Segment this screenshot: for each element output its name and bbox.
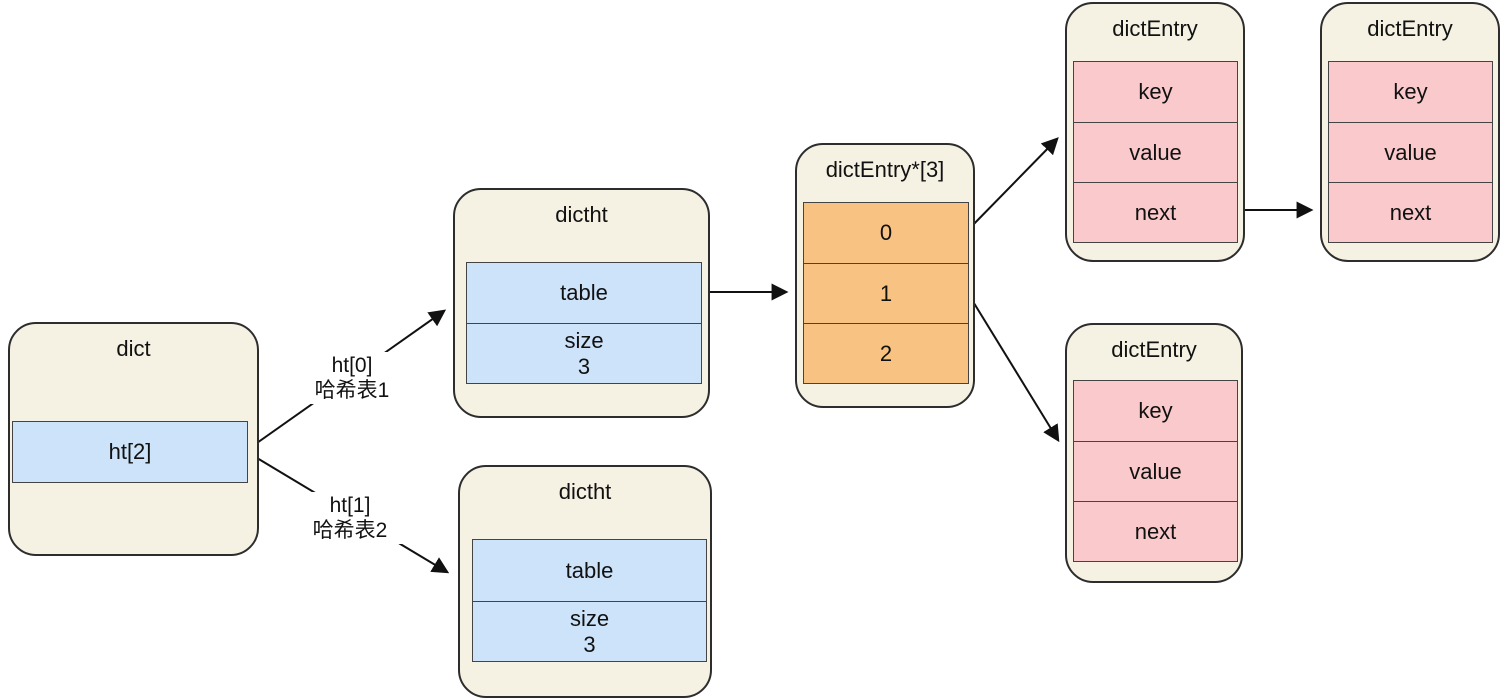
dictht-bottom-size-value: 3 <box>583 631 596 657</box>
node-bucket-array-slots: 0 1 2 <box>803 202 969 384</box>
dictht-top-size-value: 3 <box>577 353 591 379</box>
edge-slot1-to-entry-arrow <box>968 294 1060 443</box>
node-dict: dict ht[2] <box>8 322 259 556</box>
bucket-slot-2: 2 <box>804 323 968 383</box>
node-dictht-top-fields: table size 3 <box>466 262 702 384</box>
bucket-slot-0: 0 <box>879 220 893 245</box>
node-bucket-array-title: dictEntry*[3] <box>825 157 945 182</box>
edge-label-ht1: ht[1] 哈希表2 <box>297 492 403 544</box>
edge-slot0-to-entry-arrow <box>967 137 1059 231</box>
dict-field-ht2: ht[2] <box>108 439 152 464</box>
node-entry-top-second-title: dictEntry <box>1367 16 1453 41</box>
node-bucket-array: dictEntry*[3] 0 1 2 <box>795 143 975 408</box>
node-entry-top-second-fields: key value next <box>1328 61 1493 243</box>
entry-top-second-key-cell: key <box>1393 79 1428 104</box>
edge-label-ht0-line2: 哈希表1 <box>314 379 390 402</box>
entry-top-first-value-cell: value <box>1074 122 1237 182</box>
dictht-bottom-table-cell: table <box>565 557 614 583</box>
entry-top-second-next-cell: next <box>1329 182 1492 242</box>
node-dictht-top-title: dictht <box>555 202 608 227</box>
edge-label-ht0: ht[0] 哈希表1 <box>299 352 405 404</box>
entry-bottom-next-cell: next <box>1074 501 1237 561</box>
node-dictht-bottom-title: dictht <box>558 479 612 504</box>
node-entry-top-first-title: dictEntry <box>1112 16 1198 41</box>
node-entry-bottom-title: dictEntry <box>1111 337 1197 362</box>
edge-label-ht0-line1: ht[0] <box>331 354 373 377</box>
node-entry-top-second: dictEntry key value next <box>1320 2 1500 262</box>
dictht-top-table-cell: table <box>560 280 608 305</box>
node-dictht-bottom-fields: table size 3 <box>472 539 707 662</box>
node-entry-top-first-fields: key value next <box>1073 61 1238 243</box>
node-dict-field-cell: ht[2] <box>12 421 248 483</box>
bucket-slot-1: 1 <box>804 263 968 323</box>
dictht-bottom-size-label: size <box>569 605 610 631</box>
node-entry-bottom: dictEntry key value next <box>1065 323 1243 583</box>
entry-bottom-key-cell: key <box>1138 398 1173 423</box>
node-entry-bottom-fields: key value next <box>1073 380 1238 562</box>
dictht-top-size-label: size <box>564 327 604 353</box>
dictht-bottom-size-cell: size 3 <box>473 601 706 661</box>
edge-label-ht1-line1: ht[1] <box>329 494 371 517</box>
node-entry-top-first: dictEntry key value next <box>1065 2 1245 262</box>
dictht-top-size-cell: size 3 <box>467 323 701 383</box>
entry-top-second-value-cell: value <box>1329 122 1492 182</box>
node-dictht-bottom: dictht table size 3 <box>458 465 712 698</box>
node-dictht-top: dictht table size 3 <box>453 188 710 418</box>
entry-top-first-next-cell: next <box>1074 182 1237 242</box>
edge-label-ht1-line2: 哈希表2 <box>312 519 388 542</box>
entry-bottom-value-cell: value <box>1074 441 1237 501</box>
entry-top-first-key-cell: key <box>1138 79 1173 104</box>
node-dict-title: dict <box>116 336 151 361</box>
